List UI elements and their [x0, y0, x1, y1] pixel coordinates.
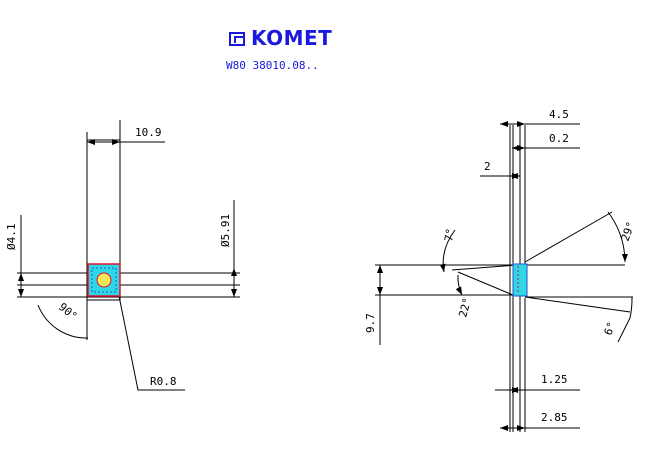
- angle-7-label: 7°: [442, 227, 457, 242]
- angle-22-arc: [455, 274, 463, 296]
- angle-7-arc: [439, 229, 456, 273]
- angle-22-label: 22°: [456, 296, 474, 319]
- angle-6-arc: [617, 296, 633, 343]
- part-number: W80 38010.08..: [226, 59, 319, 72]
- angle-6-label: 6°: [602, 320, 619, 337]
- dim-left-label: 2: [484, 160, 491, 173]
- angle-29-label: 29°: [619, 220, 638, 243]
- angle-6-line: [524, 296, 631, 313]
- dim-top-inner-label: 0.2: [549, 132, 569, 145]
- right-view: [375, 121, 633, 432]
- left-view: [17, 120, 240, 391]
- angle-90-arc: [37, 304, 89, 339]
- insert-right: [512, 263, 528, 297]
- angle-7-line: [451, 264, 518, 271]
- insert-screw-hole: [96, 272, 112, 288]
- dim-dia-small-label: Ø4.1: [5, 224, 18, 251]
- angle-29-arc: [607, 211, 628, 263]
- brand-name: KOMET: [251, 26, 333, 50]
- insert-left: [87, 263, 121, 297]
- komet-logo-icon: [229, 32, 245, 46]
- insert-side-body: [512, 263, 528, 297]
- radius-leader: [118, 295, 185, 391]
- dim-top-outer-label: 4.5: [549, 108, 569, 121]
- angle-29-line: [524, 211, 613, 263]
- komet-logo: KOMET: [229, 26, 332, 50]
- insert-inner-edge: [91, 267, 117, 293]
- dim-dia-large-label: Ø5.91: [219, 214, 232, 247]
- radius-label: R0.8: [150, 375, 177, 388]
- dim-bottom-outer-label: 2.85: [541, 411, 568, 424]
- dim-bottom-inner-label: 1.25: [541, 373, 568, 386]
- angle-22-line: [457, 271, 514, 296]
- dim-height-label: 9.7: [364, 313, 377, 333]
- angle-90-label: 90°: [56, 300, 80, 323]
- dim-width-label: 10.9: [135, 126, 162, 139]
